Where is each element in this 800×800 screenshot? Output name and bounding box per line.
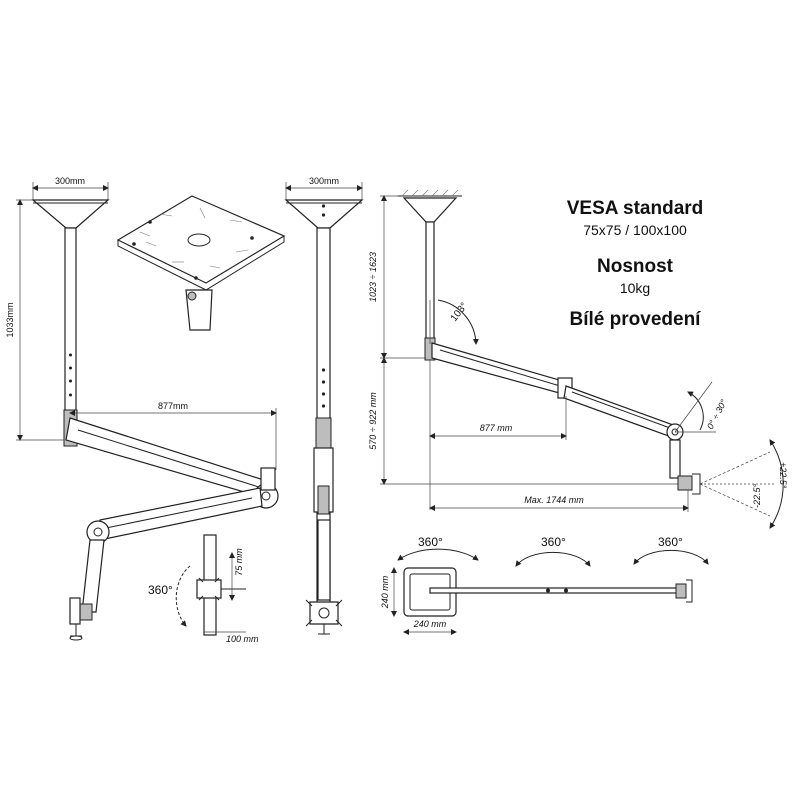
vesa-plate-left: [69, 597, 81, 625]
rotation-arc-3: [633, 549, 709, 565]
vesa-detail: 75 mm 100 mm 360°: [148, 534, 259, 644]
dim-vesa-height: 75 mm: [234, 548, 244, 576]
rotation-arc-side: [175, 565, 191, 627]
dim-plate-width-middle: 300mm: [309, 176, 339, 186]
angle-top-rotation-1: 360°: [418, 535, 443, 549]
angle-tilt-up: +22.5°: [778, 462, 788, 489]
drop-pole-right: [669, 439, 681, 479]
top-view-vesa: [675, 583, 687, 599]
angle-arc-tilt: [687, 391, 704, 431]
angle-rotation-side: 360°: [148, 583, 173, 597]
top-view: 360° 360° 360° 240 mm 240 mm: [380, 535, 709, 635]
upper-arm-right: [431, 342, 567, 395]
vesa-title: VESA standard: [566, 198, 704, 219]
ceiling-mount-cone-left: [31, 199, 110, 229]
angle-top-rotation-2: 360°: [541, 535, 566, 549]
drop-pole-left: [81, 539, 105, 613]
angle-tilt-range: 0° ÷ 30°: [705, 397, 729, 430]
knob-left: [69, 635, 83, 641]
finish-title: Bílé provedení: [569, 309, 701, 330]
arm-hinge-middle: [317, 485, 330, 515]
left-side-view: 300mm 1033mm 877mm: [5, 176, 279, 641]
vesa-detail-bracket: [196, 579, 222, 599]
angle-arc-joint: [437, 299, 479, 345]
middle-front-view: 300mm: [284, 176, 364, 635]
dim-height-range: 1023 ÷ 1623: [368, 252, 378, 302]
ceiling-mount-right: [402, 197, 458, 223]
dim-arm-left: 877mm: [158, 401, 188, 411]
top-view-arm: [429, 587, 681, 594]
drop-pole-middle: [317, 519, 331, 601]
angle-tilt-down: -22.5°: [752, 483, 762, 508]
rotation-arc-1: [397, 548, 479, 561]
angle-top-rotation-3: 360°: [658, 535, 683, 549]
load-capacity-value: 10kg: [619, 280, 651, 296]
plate-screw: [187, 291, 197, 301]
elbow-spring-left: [260, 467, 276, 491]
vesa-plate-middle: [309, 601, 339, 625]
right-dimension-view: 1023 ÷ 1623 570 ÷ 922 mm 103° 0° ÷ 30°: [368, 189, 788, 529]
dim-plate-width: 240 mm: [413, 619, 447, 629]
angle-arc-tilt-vesa: [769, 439, 784, 529]
rotation-arc-2: [515, 551, 591, 567]
vesa-head-right: [677, 475, 693, 491]
dim-lower-height: 570 ÷ 922 mm: [368, 392, 378, 450]
ceiling-plate: [116, 195, 286, 284]
dim-max-reach: Max. 1744 mm: [524, 495, 584, 505]
dim-plate-height: 240 mm: [380, 575, 390, 609]
ceiling-plate-3d: [116, 195, 286, 331]
plate-center-hole: [187, 233, 211, 247]
dim-height-left: 1033mm: [5, 302, 15, 337]
dim-vesa-width: 100 mm: [226, 634, 259, 644]
pole-clamp-middle: [315, 417, 332, 449]
load-capacity-title: Nosnost: [597, 256, 673, 277]
vesa-bracket-left: [79, 603, 93, 621]
vesa-value: 75x75 / 100x100: [583, 222, 687, 238]
dim-plate-width-left: 300mm: [55, 176, 85, 186]
lower-arm-left: [99, 487, 263, 541]
lower-arm-right: [563, 385, 677, 439]
dim-arm-right: 877 mm: [480, 423, 513, 433]
